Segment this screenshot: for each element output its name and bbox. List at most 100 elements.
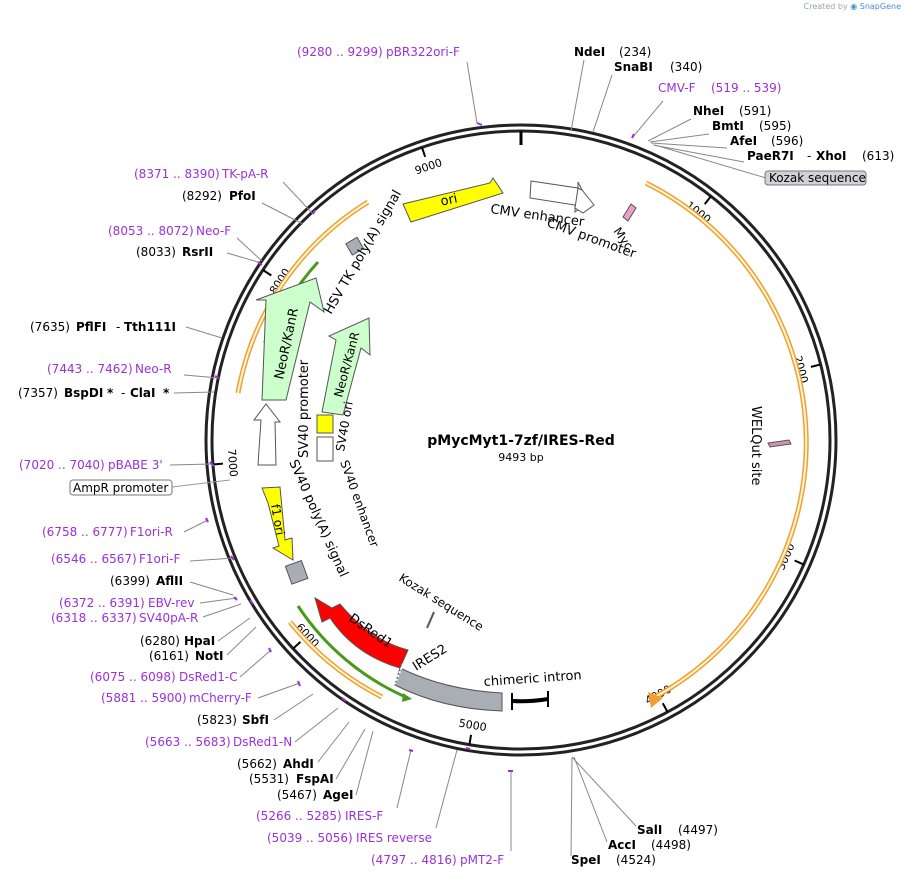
label-acci-name: AccI [608,838,636,852]
tick-label: 7000 [225,448,240,477]
feature-sv40-ori [316,414,334,434]
label-pbr322ori-name: pBR322ori-F [386,45,460,59]
label-afei-pos: (596) [771,134,803,148]
label-dsred1c-name: DsRed1-C [179,670,238,684]
label-neof-name: Neo-F [196,224,231,238]
label-mcherryf-name: mCherry-F [189,691,252,705]
label-f1orir-name: F1ori-R [130,525,173,539]
label-clai-name: ClaI [130,386,155,400]
label-neor-range: (7443 .. 7462) [47,362,133,376]
label-spei-pos: (4524) [616,853,656,867]
label-pflfi-sep: - [116,320,120,334]
feature-neokanr-inner [321,317,371,416]
feature-kozak-inner [426,611,435,629]
tick-mark [468,734,473,745]
label-bspdi-sep: - [121,386,125,400]
label-snabi-name: SnaBI [614,60,653,74]
feature-f1-ori-label: f1 ori [268,503,287,536]
plasmid-name: pMycMyt1-7zf/IRES-Red [427,433,615,449]
feature-sv40-enhancer [316,436,334,462]
tick-mark [794,559,805,566]
tick-mark [661,702,669,713]
label-hpai-name: HpaI [184,634,215,648]
label-noti-pos: (6161) [149,649,189,663]
label-nhei-pos: (591) [739,104,771,118]
feature-sv40-polya-label: SV40 poly(A) signal [285,458,350,580]
label-ebvrev-range: (6372 .. 6391) [59,596,145,610]
cds-arc-dsred-inner [289,621,383,698]
label-pfoi-name: PfoI [229,189,256,203]
label-sali-name: SalI [637,823,662,837]
label-f1orif-name: F1ori-F [139,552,180,566]
label-dsred1n-range: (5663 .. 5683) [145,735,231,749]
label-aflii-pos: (6399) [110,574,150,588]
label-fspai-pos: (5531) [249,772,289,786]
label-sv40par-range: (6318 .. 6337) [51,611,137,625]
feature-ires2 [394,667,503,712]
label-ndei-name: NdeI [574,45,605,59]
tick-mark [262,269,272,277]
cds-arc-main-inner [645,182,808,698]
label-paer7i-pos: (613) [862,149,894,163]
label-iresrev-name: IRES reverse [356,831,432,845]
label-dsred1c-range: (6075 .. 6098) [90,670,176,684]
feature-cmv-promoter [574,187,595,214]
feature-ori-label: ori [439,191,459,209]
feature-f1-ori [261,486,294,561]
feature-sv40-promoter [253,403,282,466]
tick-label: 9000 [413,156,444,177]
tick-mark [212,462,224,466]
label-mcherryf-range: (5881 .. 5900) [101,691,187,705]
label-rsrii-pos: (8033) [136,245,176,259]
feature-sv40-promoter-label: SV40 promoter [297,359,312,458]
feature-neokanr-outer [255,277,325,401]
label-sbfi-pos: (5823) [197,713,237,727]
feature-chimeric-intron [511,697,549,704]
label-iresf-range: (5266 .. 5285) [256,809,342,823]
tick-mark [703,195,712,205]
feature-ires2-label: IRES2 [410,642,450,675]
cds-arc-neo-inner [237,201,369,394]
tick-mark [421,146,427,158]
label-pbabe3-name: pBABE 3' [108,458,163,472]
plasmid-length: 9493 bp [498,451,543,464]
label-paer7i-sep: - [807,149,811,163]
label-nhei-name: NheI [693,104,724,118]
label-tkpar-name: TK-pA-R [221,167,269,181]
label-acci-pos: (4498) [651,838,691,852]
label-rsrii-name: RsrII [182,245,213,259]
cds-arc-main-head [648,692,663,708]
snapgene-logo-icon: ◉ [850,2,858,11]
label-iresf-name: IRES-F [345,809,383,823]
leader-lines [169,59,767,857]
label-clai-star: * [163,386,170,400]
label-pmt2f-range: (4797 .. 4816) [371,853,457,867]
label-spei-name: SpeI [571,853,601,867]
label-f1orif-range: (6546 .. 6567) [51,552,137,566]
feature-myc [622,203,637,222]
kozak-box-label: Kozak sequence [769,171,866,185]
ires2-dashed-end [394,663,404,685]
label-noti-name: NotI [195,649,224,663]
map-labels: (9280 .. 9299) pBR322ori-F NdeI (234) Sn… [18,45,894,867]
label-dsred1n-name: DsRed1-N [233,735,292,749]
label-pbabe3-range: (7020 .. 7040) [19,458,105,472]
ampr-promoter-box [69,479,173,496]
label-bmti-name: BmtI [712,119,744,133]
label-ahdi-name: AhdI [283,757,314,771]
label-sali-pos: (4497) [678,823,718,837]
label-ebvrev-name: EBV-rev [148,596,194,610]
feature-welqut-label: WELQut site [748,406,763,486]
label-pflfi-name: PflFI [76,320,106,334]
label-afei-name: AfeI [730,134,757,148]
feature-hsv-polya [345,236,365,256]
label-sbfi-name: SbfI [242,713,269,727]
label-snabi-pos: (340) [670,60,702,74]
gene-arrow-dsred-head [402,693,412,702]
label-xhoi-name: XhoI [816,149,847,163]
label-ndei-pos: (234) [619,45,651,59]
label-agei-pos: (5467) [277,788,317,802]
label-bspdi-name: BspDI [64,386,103,400]
backbone-outer-ring [204,123,838,757]
